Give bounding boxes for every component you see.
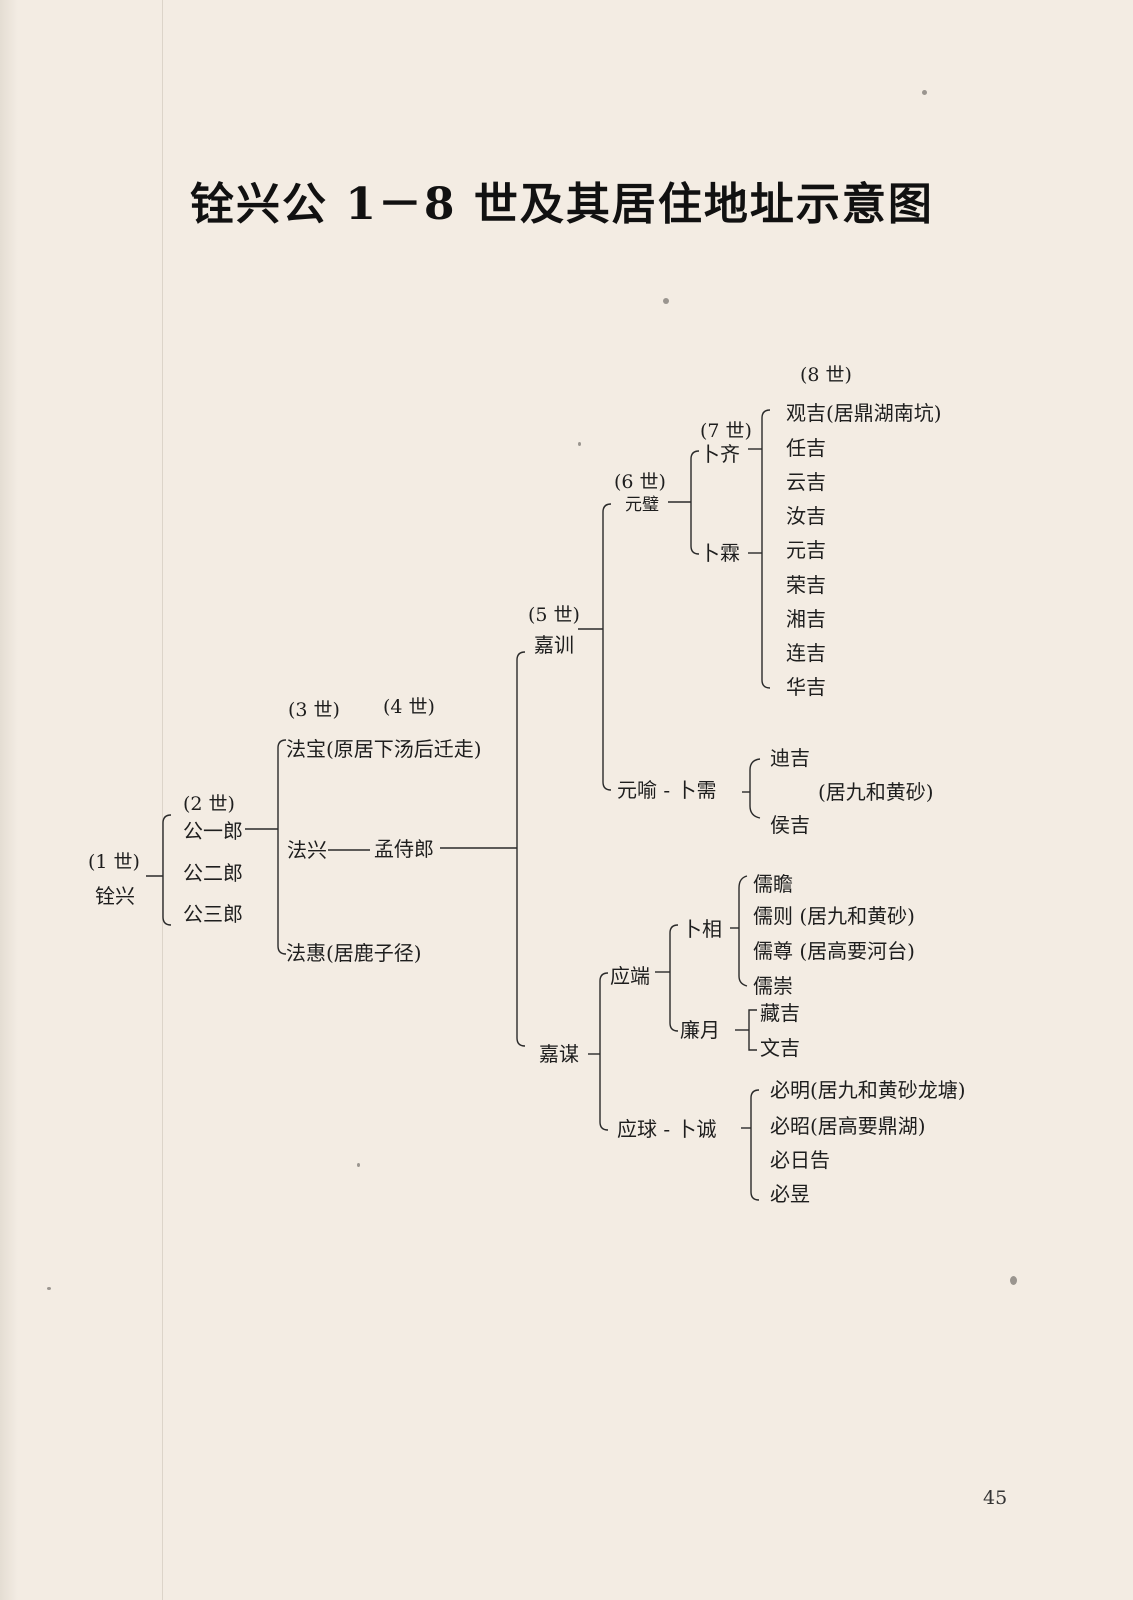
person-yuanyu-buxu: 元喻 - 卜需 — [617, 778, 717, 802]
scan-speck — [663, 298, 669, 304]
buxiang-son: 儒则 (居九和黄砂) — [753, 904, 915, 928]
yuanyu-son: 迪吉 — [770, 746, 810, 770]
yuanyu-son-residence: (居九和黄砂) — [818, 780, 934, 804]
generation-label-2: (2 世) — [183, 793, 235, 815]
person-fahui: 法惠(居鹿子径) — [286, 941, 422, 965]
yuanyu-son: 侯吉 — [770, 813, 810, 837]
gen8-item: 云吉 — [786, 470, 826, 494]
yingqiu-son: 必明(居九和黄砂龙塘) — [770, 1078, 966, 1102]
scan-speck — [47, 1287, 51, 1290]
gen8-item: 荣吉 — [786, 573, 826, 597]
person-faxing: 法兴 — [287, 838, 327, 862]
gen8-item: 元吉 — [786, 538, 826, 562]
person-yingduan: 应端 — [610, 964, 650, 988]
generation-label-6: (6 世) — [614, 471, 666, 493]
person-gongyilang: 公一郎 — [183, 819, 243, 843]
generation-label-7: (7 世) — [700, 420, 752, 442]
person-gongerlang: 公二郎 — [183, 861, 243, 885]
generation-label-5: (5 世) — [528, 604, 580, 626]
person-fabao: 法宝(原居下汤后迁走) — [286, 737, 482, 761]
generation-label-1: (1 世) — [88, 851, 140, 873]
person-quanxing: 铨兴 — [95, 884, 135, 908]
gen8-item: 观吉(居鼎湖南坑) — [786, 401, 942, 425]
gen8-item: 湘吉 — [786, 607, 826, 631]
page-binding-line — [162, 0, 163, 1600]
buxiang-son: 儒崇 — [753, 974, 793, 998]
person-bulin: 卜霖 — [700, 541, 740, 565]
lianyue-son: 藏吉 — [760, 1001, 800, 1025]
page-number: 45 — [983, 1487, 1008, 1509]
yingqiu-son: 必昱 — [770, 1182, 810, 1206]
gen8-item: 汝吉 — [786, 504, 826, 528]
scan-speck — [922, 90, 927, 95]
generation-label-8: (8 世) — [800, 364, 852, 386]
page-title: 铨兴公 1－8 世及其居住地址示意图 — [190, 179, 934, 230]
scan-speck — [1010, 1276, 1017, 1285]
person-buxiang: 卜相 — [682, 917, 722, 941]
lianyue-son: 文吉 — [760, 1036, 800, 1060]
buxiang-son: 儒尊 (居高要河台) — [753, 939, 915, 963]
generation-label-3: (3 世) — [288, 699, 340, 721]
person-jiamou: 嘉谋 — [539, 1042, 579, 1066]
person-lianyue: 廉月 — [680, 1018, 720, 1042]
person-yuanbi: 元璧 — [625, 495, 659, 515]
person-gongsanlang: 公三郎 — [183, 902, 243, 926]
gen8-item: 连吉 — [786, 641, 826, 665]
scan-speck — [357, 1163, 360, 1167]
gen8-item: 任吉 — [786, 436, 826, 460]
gen8-item: 华吉 — [786, 675, 826, 699]
buxiang-son: 儒瞻 — [753, 872, 793, 896]
page-binding-edge — [0, 0, 18, 1600]
person-menghouliang: 孟侍郎 — [374, 837, 434, 861]
person-yingqiu-bucheng: 应球 - 卜诚 — [617, 1117, 717, 1141]
generation-label-4: (4 世) — [383, 696, 435, 718]
person-jiaxun: 嘉训 — [534, 633, 574, 657]
yingqiu-son: 必昭(居高要鼎湖) — [770, 1114, 926, 1138]
scan-speck — [578, 442, 581, 446]
yingqiu-son: 必日告 — [770, 1148, 830, 1172]
person-buqi: 卜齐 — [700, 442, 740, 466]
